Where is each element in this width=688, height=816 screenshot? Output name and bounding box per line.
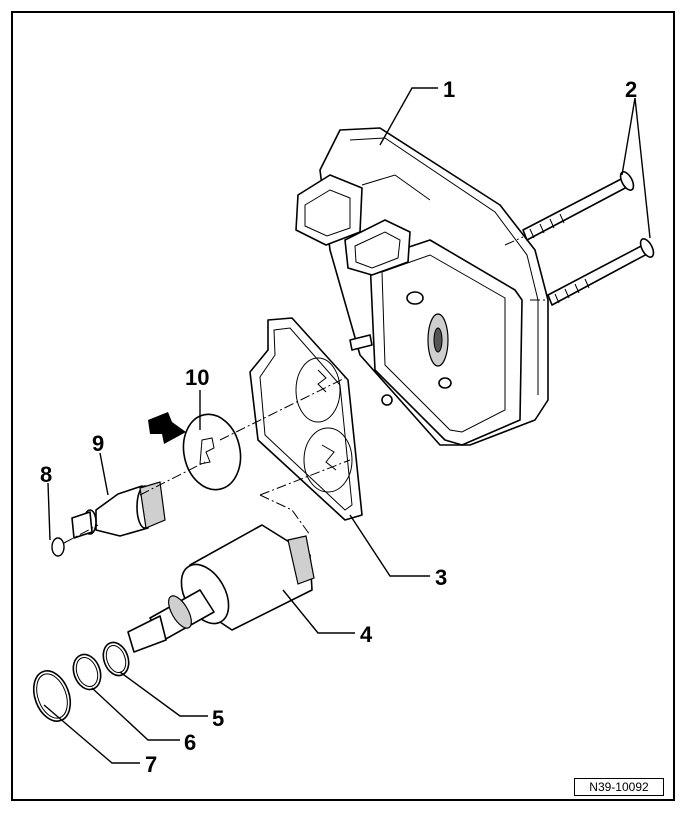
callout-3: 3 [435,565,447,590]
callout-4: 4 [360,622,373,647]
diagram-frame [11,11,675,801]
callout-7: 7 [145,752,157,777]
part-actuator [127,524,315,653]
reference-label: N39-10092 [574,778,664,796]
callout-1: 1 [443,77,455,102]
assembly-centre-lines [63,236,548,544]
part-gasket [249,317,363,521]
part-circlip [51,537,65,557]
callout-8: 8 [40,462,52,487]
part-bolts [522,171,655,306]
part-rings [32,641,130,722]
leader-lines [43,87,651,764]
callout-6: 6 [184,730,196,755]
part-sensor [71,481,166,539]
part-housing [295,127,549,446]
callout-5: 5 [212,706,224,731]
callout-2: 2 [625,77,637,102]
callout-9: 9 [92,431,104,456]
part-washer [148,412,242,491]
callout-10: 10 [185,365,209,390]
